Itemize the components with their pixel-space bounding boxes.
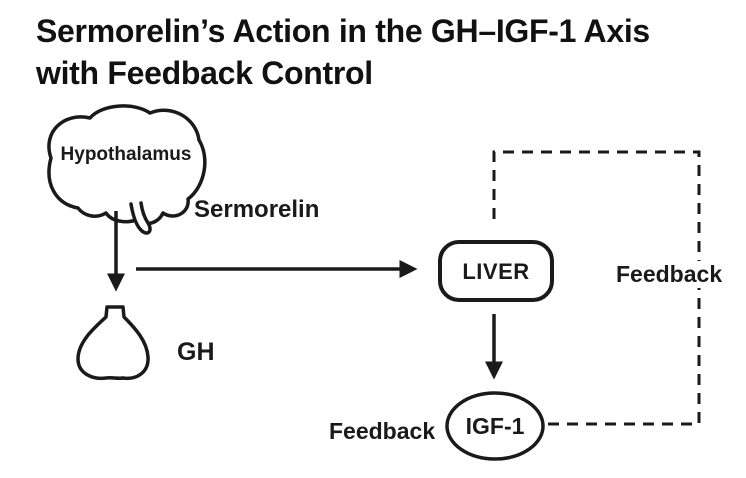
brain-icon — [47, 104, 207, 226]
feedback-dashed-path — [492, 150, 701, 426]
igf1-node-shape — [445, 391, 545, 461]
title-line-2: with Feedback Control — [36, 55, 373, 91]
node-gh-label: GH — [177, 338, 215, 366]
gland-flask-icon — [76, 305, 150, 381]
brain-stem-icon — [129, 201, 152, 235]
feedback-left-label: Feedback — [329, 418, 436, 444]
node-hypothalamus-label: Hypothalamus — [60, 144, 192, 165]
feedback-right-label: Feedback — [613, 261, 726, 288]
node-liver-label: LIVER — [462, 259, 530, 284]
liver-node-shape — [438, 240, 554, 302]
title-line-1: Sermorelin’s Action in the GH–IGF-1 Axis — [36, 13, 650, 49]
edge-sermorelin-label: Sermorelin — [194, 196, 320, 223]
node-igf1-label: IGF-1 — [465, 413, 525, 439]
page-title: Sermorelin’s Action in the GH–IGF-1 Axis… — [36, 10, 650, 94]
